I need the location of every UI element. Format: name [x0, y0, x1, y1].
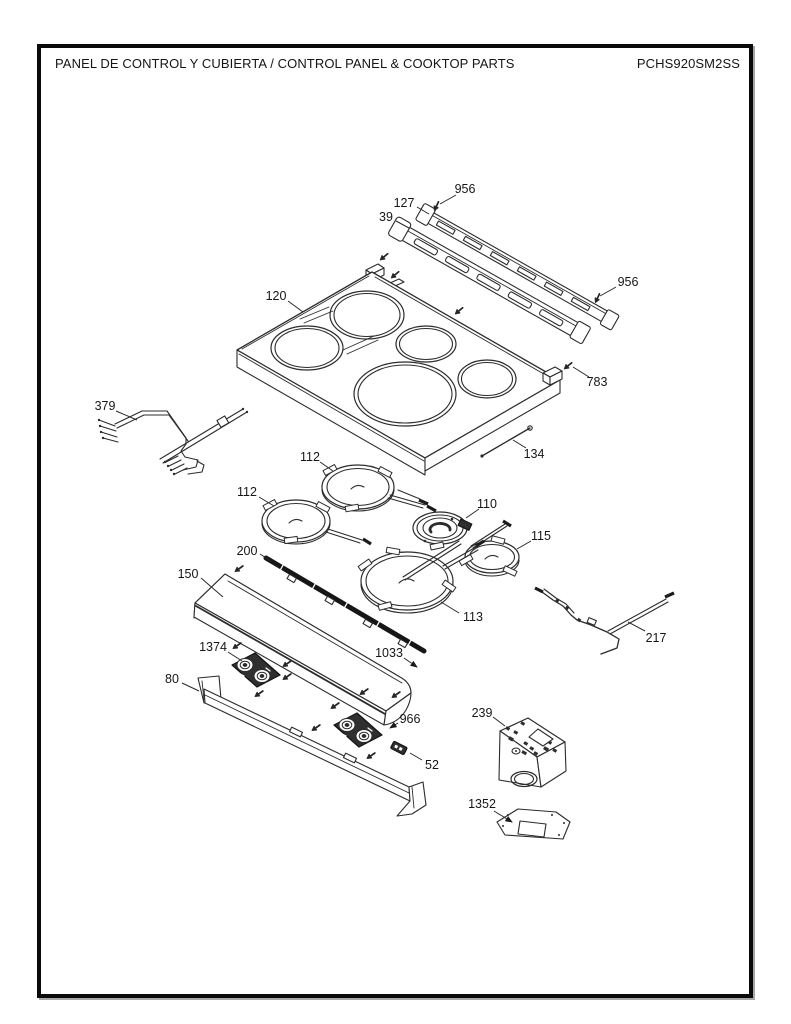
glass-reflection-lines	[299, 306, 379, 355]
circuit-board	[505, 721, 558, 756]
wire-harness-217	[534, 586, 675, 655]
cooktop-glass-120	[236, 263, 563, 476]
part-number-1033: 1033	[375, 646, 403, 660]
switch-assembly-1374	[231, 652, 281, 688]
callout-1033: 1033	[375, 646, 418, 668]
part-number-112: 112	[237, 485, 257, 499]
callout-120: 120	[266, 289, 304, 313]
callout-112: 112	[300, 450, 334, 472]
part-number-120: 120	[266, 289, 287, 303]
callout-1374: 1374	[199, 640, 243, 662]
callout-150: 150	[178, 567, 224, 598]
part-number-134: 134	[524, 447, 545, 461]
callout-113: 113	[440, 601, 483, 624]
page-border	[37, 44, 753, 998]
control-panel-150	[193, 573, 412, 726]
model-number: PCHS920SM2SS	[636, 56, 740, 71]
callout-115: 115	[516, 529, 551, 550]
burner-ring	[457, 359, 517, 399]
callout-80: 80	[165, 672, 200, 692]
part-number-112: 112	[300, 450, 320, 464]
part-number-200: 200	[237, 544, 258, 558]
part-number-127: 127	[394, 196, 415, 210]
coil-113	[357, 546, 457, 614]
part-number-150: 150	[178, 567, 199, 581]
callout-217: 217	[627, 621, 667, 645]
callout-200: 200	[237, 544, 272, 562]
support-rod-134	[480, 425, 533, 458]
part-number-80: 80	[165, 672, 179, 686]
vent-trim-39	[388, 216, 591, 344]
callout-956: 956	[439, 182, 476, 205]
callout-1352: 1352	[468, 797, 513, 823]
callout-52: 52	[409, 752, 439, 772]
lower-trim-80	[197, 675, 427, 817]
callout-127: 127	[394, 196, 430, 215]
terminal-52	[390, 740, 408, 755]
part-number-956: 956	[455, 182, 476, 196]
wiring-harness-379	[97, 407, 249, 476]
part-number-113: 113	[463, 610, 483, 624]
trim-strip-200	[263, 555, 427, 654]
side-rail-block	[542, 366, 563, 386]
page-header: PANEL DE CONTROL Y CUBIERTA / CONTROL PA…	[41, 56, 749, 71]
part-number-956: 956	[618, 275, 639, 289]
burner-ring	[353, 361, 457, 427]
callout-956: 956	[599, 275, 639, 297]
control-module-239	[498, 717, 567, 788]
callout-966: 966	[389, 712, 421, 729]
part-number-39: 39	[379, 210, 393, 224]
coil-lead-wires	[325, 489, 512, 581]
part-number-115: 115	[531, 529, 551, 543]
callout-239: 239	[472, 706, 506, 727]
burner-ring	[270, 325, 344, 371]
coil-110	[412, 511, 473, 551]
part-number-379: 379	[95, 399, 116, 413]
part-number-1374: 1374	[199, 640, 227, 654]
part-number-110: 110	[477, 497, 497, 511]
part-number-966: 966	[400, 712, 421, 726]
part-number-1352: 1352	[468, 797, 496, 811]
part-number-52: 52	[425, 758, 439, 772]
callout-39: 39	[379, 210, 410, 229]
callout-783: 783	[572, 366, 608, 389]
part-number-783: 783	[587, 375, 608, 389]
callout-110: 110	[465, 497, 497, 519]
page-title: PANEL DE CONTROL Y CUBIERTA / CONTROL PA…	[55, 56, 515, 71]
part-number-239: 239	[472, 706, 493, 720]
callout-112: 112	[237, 485, 275, 507]
exploded-artwork	[97, 200, 675, 840]
rear-trim-127	[415, 203, 620, 331]
switch-assembly-lower	[333, 712, 383, 748]
burner-ring	[395, 325, 457, 363]
callout-134: 134	[512, 439, 545, 461]
cover-plate-1352	[496, 808, 571, 840]
callout-379: 379	[95, 399, 138, 421]
part-number-217: 217	[646, 631, 667, 645]
coil-112-top	[321, 464, 395, 513]
coil-112-left	[261, 499, 331, 545]
